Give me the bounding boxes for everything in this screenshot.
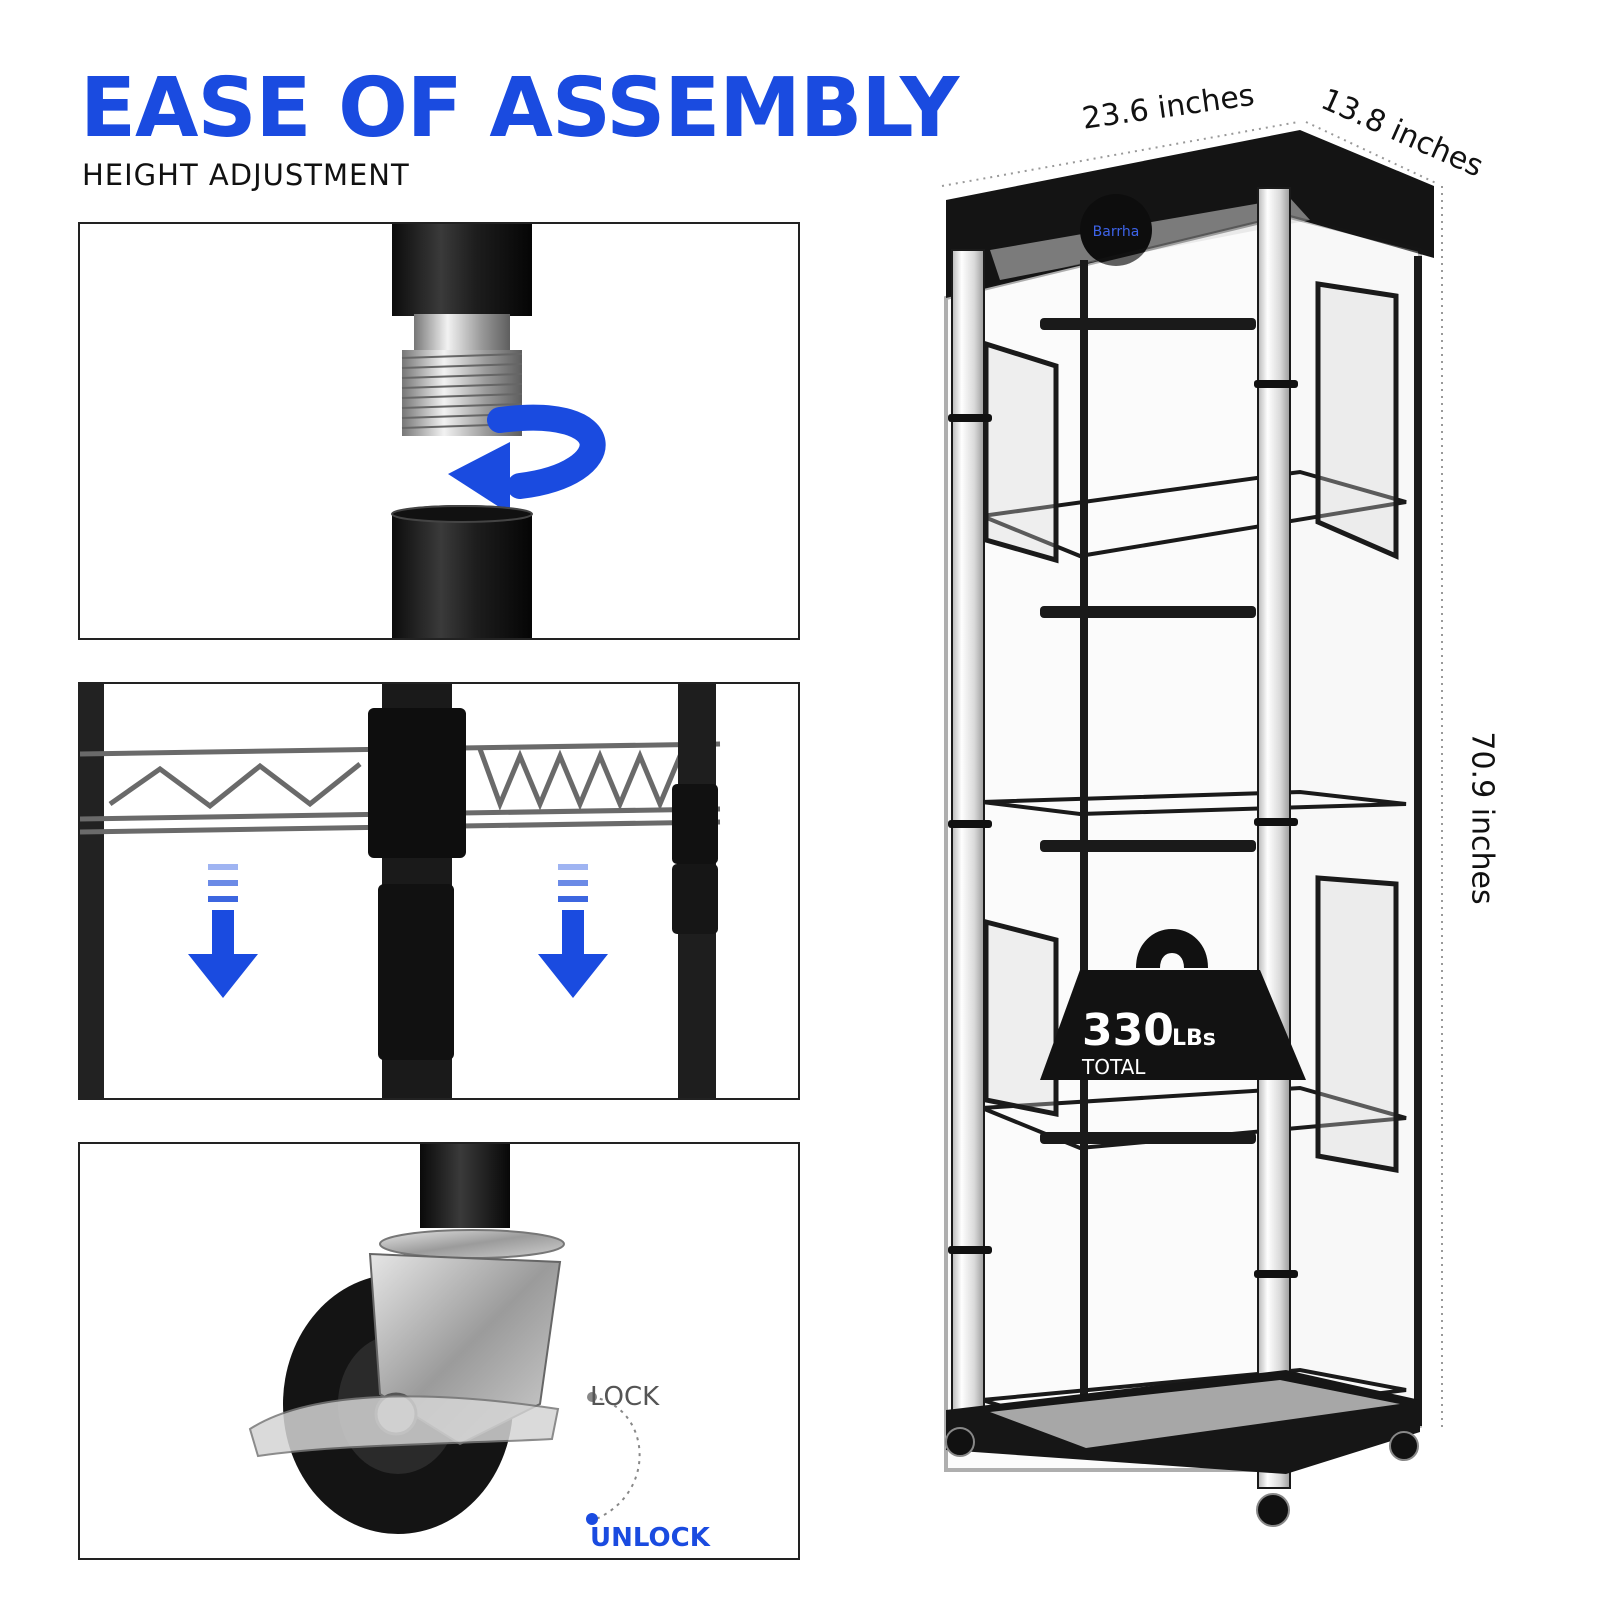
screw-thread bbox=[401, 350, 523, 436]
shelf-sleeve-illustration bbox=[80, 684, 721, 1098]
caster-wheel-icon bbox=[945, 1427, 1419, 1527]
upper-pole bbox=[392, 224, 532, 316]
weight-value: 330 bbox=[1082, 1005, 1174, 1056]
caster-panel bbox=[78, 1142, 800, 1560]
lock-label: LOCK bbox=[590, 1382, 660, 1412]
weight-unit: LBs bbox=[1172, 1026, 1216, 1051]
down-arrow-icon bbox=[538, 864, 608, 998]
threaded-connector-panel bbox=[78, 222, 800, 640]
grow-light bbox=[1040, 318, 1256, 1144]
height-dimension-label: 70.9 inches bbox=[1464, 731, 1500, 905]
plastic-sleeve bbox=[378, 884, 454, 1060]
caster-plate bbox=[379, 1229, 565, 1259]
caster-stem bbox=[420, 1144, 510, 1228]
width-dimension-line bbox=[941, 121, 1299, 187]
side-basket bbox=[983, 281, 1399, 1173]
unlock-label: UNLOCK bbox=[590, 1523, 710, 1553]
weight-icon bbox=[1040, 929, 1306, 1080]
cover-clips bbox=[948, 380, 1298, 1278]
lock-dial-icon bbox=[586, 1392, 641, 1525]
front-left-post bbox=[951, 249, 985, 1451]
brake-pedal bbox=[248, 1395, 560, 1458]
shelf-sleeve-panel bbox=[78, 682, 800, 1100]
connector-collar bbox=[414, 314, 510, 350]
brand-label: Barrha bbox=[1093, 224, 1140, 240]
rotate-arrow-icon bbox=[448, 404, 606, 514]
caster-illustration bbox=[248, 1144, 641, 1534]
brand-badge bbox=[1080, 194, 1152, 266]
grow-shelf-illustration: Barrha bbox=[941, 121, 1443, 1527]
page-title: EASE OF ASSEMBLY bbox=[80, 61, 959, 156]
weight-caption: TOTAL bbox=[1081, 1055, 1146, 1079]
down-arrow-icon bbox=[188, 864, 258, 998]
page-subtitle: HEIGHT ADJUSTMENT bbox=[82, 158, 410, 192]
lower-pole bbox=[392, 514, 532, 638]
threaded-connector-illustration bbox=[391, 224, 606, 638]
shelf-collar bbox=[368, 708, 466, 858]
